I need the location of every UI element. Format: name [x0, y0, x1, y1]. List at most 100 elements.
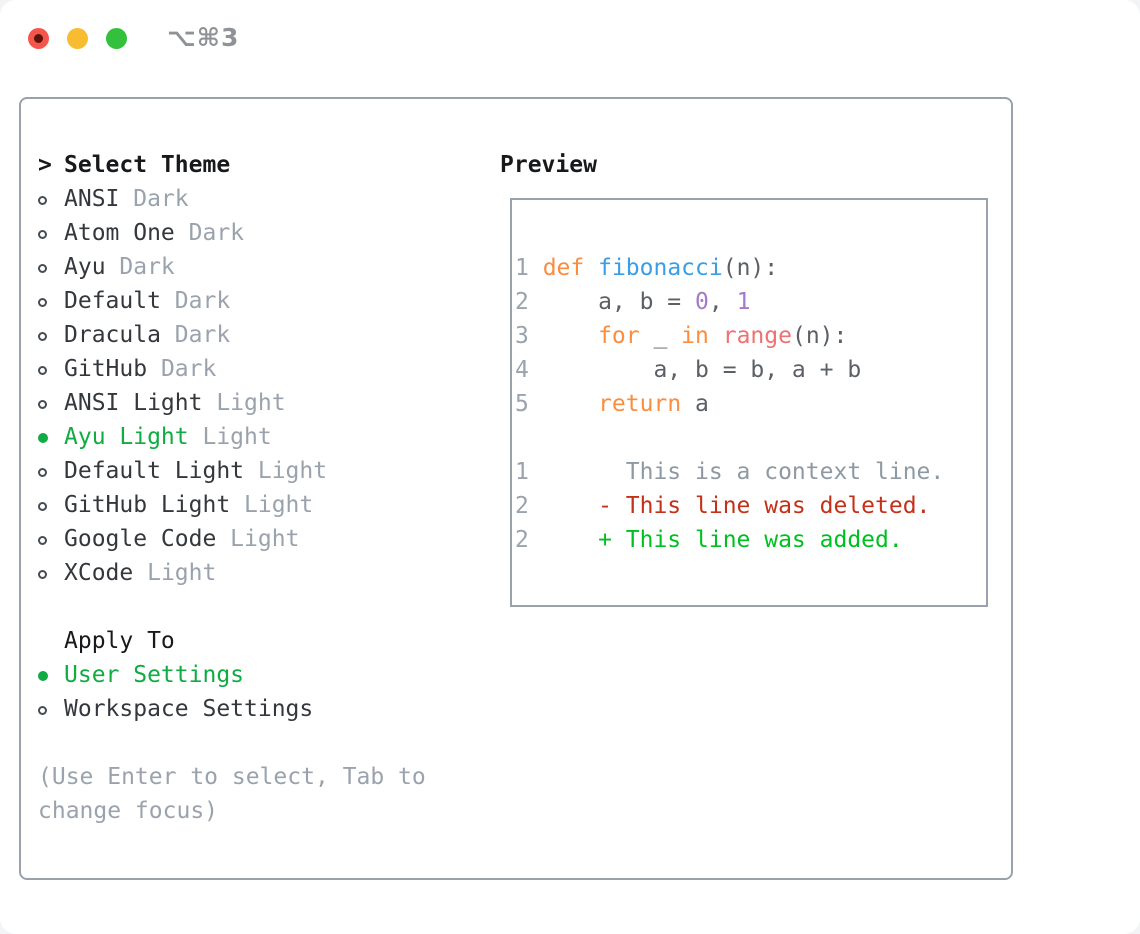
code-segment-plain: a, b =: [542, 289, 696, 315]
theme-variant: Light: [202, 390, 286, 416]
line-number: 1: [515, 459, 529, 485]
theme-variant: Dark: [147, 356, 217, 382]
theme-option-ayu-light-light[interactable]: Ayu Light Light: [38, 420, 426, 454]
theme-option-xcode-light[interactable]: XCode Light: [38, 556, 426, 590]
radio-icon: [38, 366, 47, 375]
apply-option-label: Workspace Settings: [64, 696, 314, 722]
theme-option-default-dark[interactable]: Default Dark: [38, 284, 426, 318]
code-line: 3 for _ in range(n):: [515, 319, 944, 353]
select-theme-header: > Select Theme: [38, 148, 426, 182]
theme-name: ANSI Light: [64, 390, 203, 416]
theme-name: ANSI: [64, 186, 120, 212]
theme-variant: Dark: [119, 186, 189, 212]
code-segment-number: 1: [736, 289, 751, 315]
help-text-line-1: (Use Enter to select, Tab to: [38, 764, 426, 790]
line-number: 2: [515, 289, 529, 315]
theme-option-dracula-dark[interactable]: Dracula Dark: [38, 318, 426, 352]
radio-icon: [38, 332, 47, 341]
code-segment-deleted: - This line was deleted.: [542, 493, 931, 519]
theme-variant: Dark: [174, 220, 245, 246]
theme-name: Atom One: [64, 220, 175, 246]
line-number: 4: [515, 357, 529, 383]
theme-variant: Light: [244, 458, 328, 484]
spacer: [38, 590, 426, 624]
line-number: 2: [515, 493, 529, 519]
code-segment-keyword: in: [681, 323, 709, 349]
close-button[interactable]: [28, 28, 49, 49]
radio-selected-icon: [38, 433, 48, 443]
code-segment-keyword: return: [598, 391, 682, 417]
radio-icon: [38, 196, 47, 205]
theme-name: XCode: [64, 560, 134, 586]
code-line: 1 This is a context line.: [515, 455, 944, 489]
radio-icon: [38, 298, 47, 307]
code-segment-plain: [543, 391, 598, 417]
theme-option-ansi-light-light[interactable]: ANSI Light Light: [38, 386, 426, 420]
code-line: 5 return a: [515, 387, 944, 421]
theme-variant: Light: [230, 492, 314, 518]
line-number: 3: [515, 323, 529, 349]
apply-option-label: User Settings: [64, 662, 245, 688]
code-segment-plain: a, b = b, a + b: [542, 357, 862, 383]
code-segment-plain: [543, 323, 598, 349]
code-segment-plain: (n):: [722, 255, 779, 281]
record-dot-icon: [34, 34, 43, 43]
code-line: 2 - This line was deleted.: [515, 489, 944, 523]
code-segment-plain: ,: [708, 289, 737, 315]
code-segment-added: + This line was added.: [542, 527, 903, 553]
apply-option-user-settings[interactable]: User Settings: [38, 658, 426, 692]
code-segment-context: This is a context line.: [542, 459, 945, 485]
code-line: [515, 421, 944, 455]
theme-name: Dracula: [64, 322, 161, 348]
theme-option-google-code-light[interactable]: Google Code Light: [38, 522, 426, 556]
theme-name: Google Code: [64, 526, 217, 552]
window-title: ⌥⌘3: [167, 23, 240, 52]
preview-title: Preview: [500, 152, 597, 178]
radio-icon: [38, 400, 47, 409]
apply-to-header-label: Apply To: [64, 628, 175, 654]
minimize-button[interactable]: [67, 28, 88, 49]
theme-variant: Light: [133, 560, 217, 586]
theme-option-atom-one-dark[interactable]: Atom One Dark: [38, 216, 426, 250]
maximize-button[interactable]: [106, 28, 127, 49]
theme-variant: Dark: [105, 254, 175, 280]
apply-option-workspace-settings[interactable]: Workspace Settings: [38, 692, 426, 726]
theme-variant: Dark: [160, 322, 231, 348]
theme-option-github-dark[interactable]: GitHub Dark: [38, 352, 426, 386]
select-theme-header-label: Select Theme: [64, 152, 231, 178]
theme-name: GitHub: [64, 356, 148, 382]
radio-icon: [38, 502, 47, 511]
theme-option-ayu-dark[interactable]: Ayu Dark: [38, 250, 426, 284]
theme-name: Default: [64, 288, 161, 314]
radio-icon: [38, 264, 47, 273]
line-number: 1: [515, 255, 529, 281]
theme-option-ansi-dark[interactable]: ANSI Dark: [38, 182, 426, 216]
code-segment-plain: _: [639, 323, 682, 349]
code-line: 4 a, b = b, a + b: [515, 353, 944, 387]
code-segment-plain: [584, 255, 598, 281]
theme-variant: Light: [216, 526, 300, 552]
radio-icon: [38, 570, 47, 579]
help-text-line-2: change focus): [38, 798, 219, 824]
code-line: 2 + This line was added.: [515, 523, 944, 557]
code-segment-plain: (n):: [791, 323, 848, 349]
titlebar: [28, 28, 127, 49]
radio-selected-icon: [38, 671, 48, 681]
radio-icon: [38, 706, 47, 715]
code-segment-keyword: for: [598, 323, 640, 349]
selection-arrow-icon: >: [38, 152, 52, 178]
radio-icon: [38, 230, 47, 239]
spacer: [38, 726, 426, 760]
theme-name: Default Light: [64, 458, 245, 484]
theme-option-github-light-light[interactable]: GitHub Light Light: [38, 488, 426, 522]
line-number: 5: [515, 391, 529, 417]
code-segment-plain: [709, 323, 723, 349]
radio-icon: [38, 468, 47, 477]
theme-option-default-light-light[interactable]: Default Light Light: [38, 454, 426, 488]
